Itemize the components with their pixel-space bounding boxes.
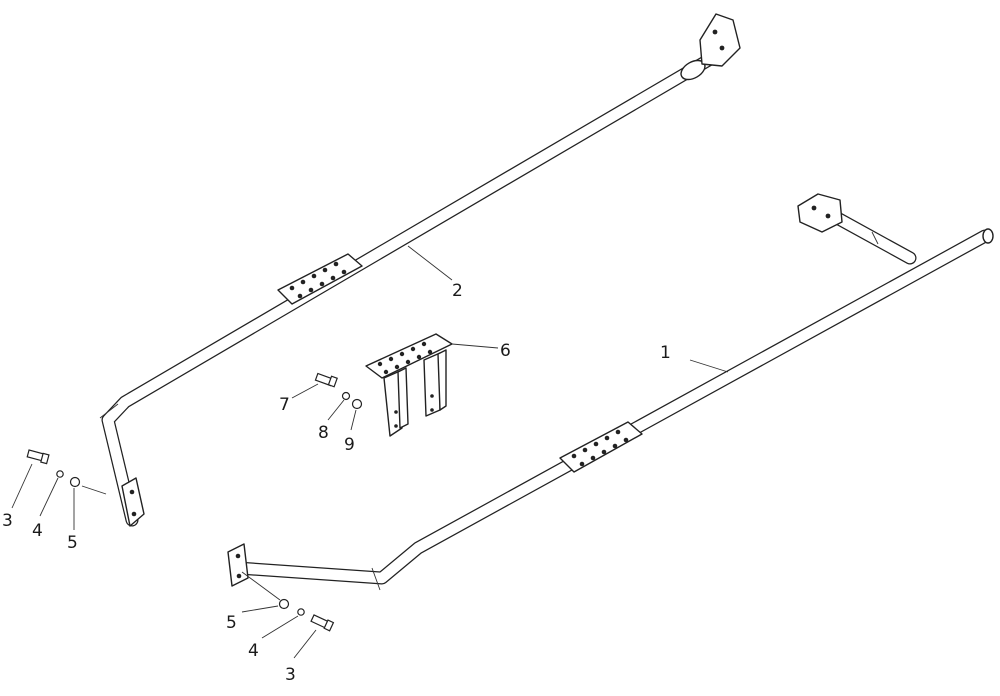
bottom-flat-washer-part-5 <box>278 598 290 610</box>
bottom-lock-washer-part-4 <box>297 608 305 616</box>
callout-part-5-bottom: 5 <box>226 613 237 633</box>
callout-part-4-left: 4 <box>32 521 43 541</box>
left-flat-washer-part-5 <box>69 476 81 488</box>
callout-part-1: 1 <box>660 343 671 363</box>
bracket-lock-washer-part-8 <box>341 391 351 401</box>
front-mount-plate-part-1 <box>227 543 249 587</box>
callout-part-6: 6 <box>500 341 511 361</box>
step-tread-part-1 <box>559 421 643 473</box>
rear-mount-plate-part-1 <box>797 193 843 233</box>
side-bar-part-2 <box>99 13 741 527</box>
callout-part-9: 9 <box>344 435 355 455</box>
left-lock-washer-part-4 <box>56 470 64 478</box>
bracket-bolt-part-7 <box>314 372 338 388</box>
lower-mount-plate-part-2 <box>121 477 145 527</box>
step-tread-part-2 <box>277 253 363 305</box>
callout-part-8: 8 <box>318 423 329 443</box>
callout-part-4-bottom: 4 <box>248 641 259 661</box>
upper-mount-plate-part-2 <box>699 13 741 67</box>
bracket-washer-part-9 <box>351 398 363 410</box>
leader-lines <box>11 245 729 659</box>
callout-part-7: 7 <box>279 395 290 415</box>
left-bolt-part-3 <box>26 449 50 465</box>
step-bracket-part-6 <box>365 333 453 437</box>
callout-part-3-left: 3 <box>2 511 13 531</box>
callout-part-5-left: 5 <box>67 533 78 553</box>
callout-part-3-bottom: 3 <box>285 665 296 685</box>
bottom-bolt-part-3 <box>310 614 335 632</box>
callout-part-2: 2 <box>452 281 463 301</box>
side-bar-part-1 <box>227 193 994 591</box>
